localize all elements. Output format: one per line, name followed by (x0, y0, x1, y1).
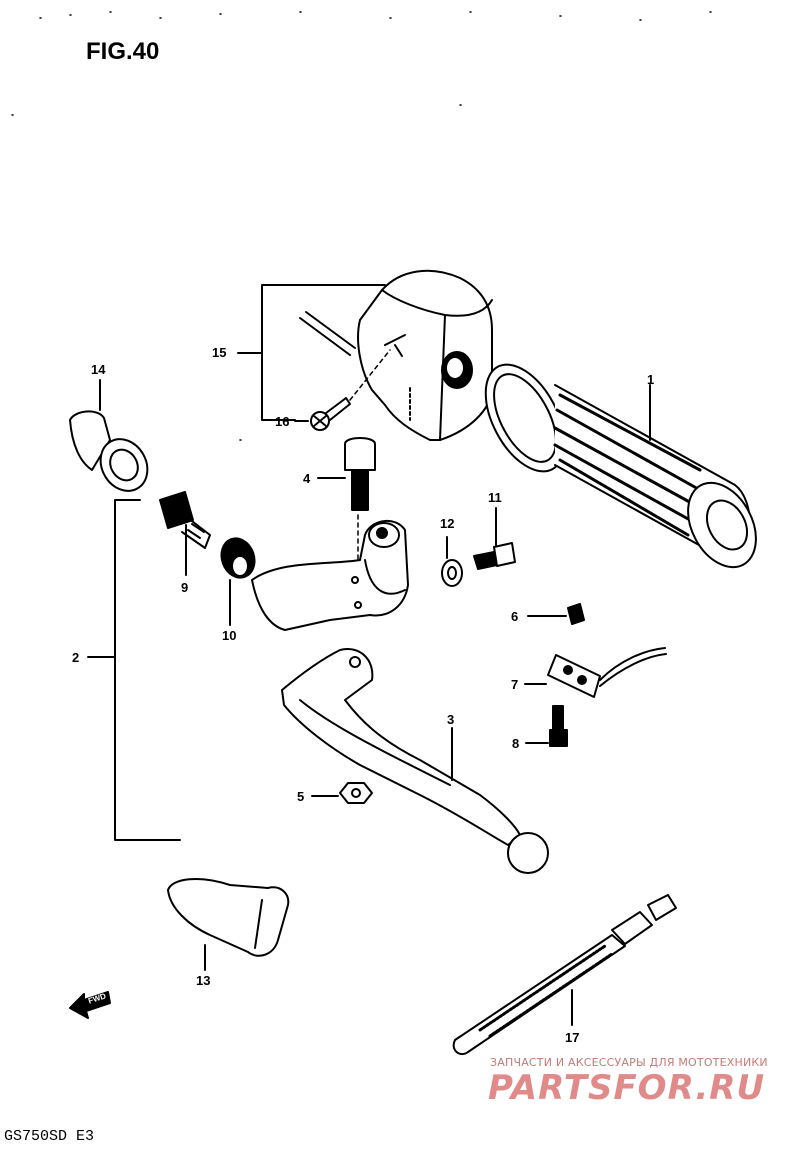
washer-12-part (441, 559, 463, 587)
part-number-17: 17 (565, 1030, 580, 1045)
nut-5-part (339, 782, 373, 804)
part-number-14: 14 (91, 362, 106, 377)
switch-housing-part (299, 269, 493, 441)
lever-cover-13-part (167, 878, 290, 957)
clutch-lever-part (281, 648, 549, 874)
screw-6-part (567, 603, 585, 625)
fwd-arrow-icon (69, 991, 111, 1019)
cable-tie-17-part (452, 894, 677, 1056)
lever-bracket-part (251, 520, 409, 631)
part-number-16: 16 (275, 414, 290, 429)
part-number-15: 15 (212, 345, 227, 360)
bolt-11-part (473, 542, 516, 570)
adjuster-9-part (159, 491, 211, 549)
watermark-logo: PARTSFOR.RU (488, 1068, 766, 1108)
part-number-1: 1 (647, 372, 655, 387)
grip-part (484, 363, 757, 569)
part-number-4: 4 (303, 471, 311, 486)
part-number-10: 10 (222, 628, 237, 643)
part-number-12: 12 (440, 516, 455, 531)
model-code: GS750SD E3 (4, 1128, 95, 1145)
part-number-13: 13 (196, 973, 211, 988)
locknut-10-part (220, 537, 256, 579)
part-number-8: 8 (512, 736, 520, 751)
part-number-11: 11 (488, 490, 502, 505)
part-number-3: 3 (447, 712, 455, 727)
part-number-2: 2 (72, 650, 80, 665)
part-number-7: 7 (511, 677, 519, 692)
figure-title: FIG.40 (86, 38, 160, 65)
part-number-6: 6 (511, 609, 519, 624)
part-number-5: 5 (297, 789, 305, 804)
bolt-4-part (344, 437, 376, 586)
part-number-9: 9 (181, 580, 189, 595)
screw-16-part (310, 349, 391, 431)
dust-boot-14-part (69, 410, 149, 492)
clutch-switch-7-part (547, 647, 667, 698)
screw-8-part (549, 705, 568, 747)
watermark-tagline: ЗАПЧАСТИ И АКСЕССУАРЫ ДЛЯ МОТОТЕХНИКИ (490, 1056, 768, 1069)
